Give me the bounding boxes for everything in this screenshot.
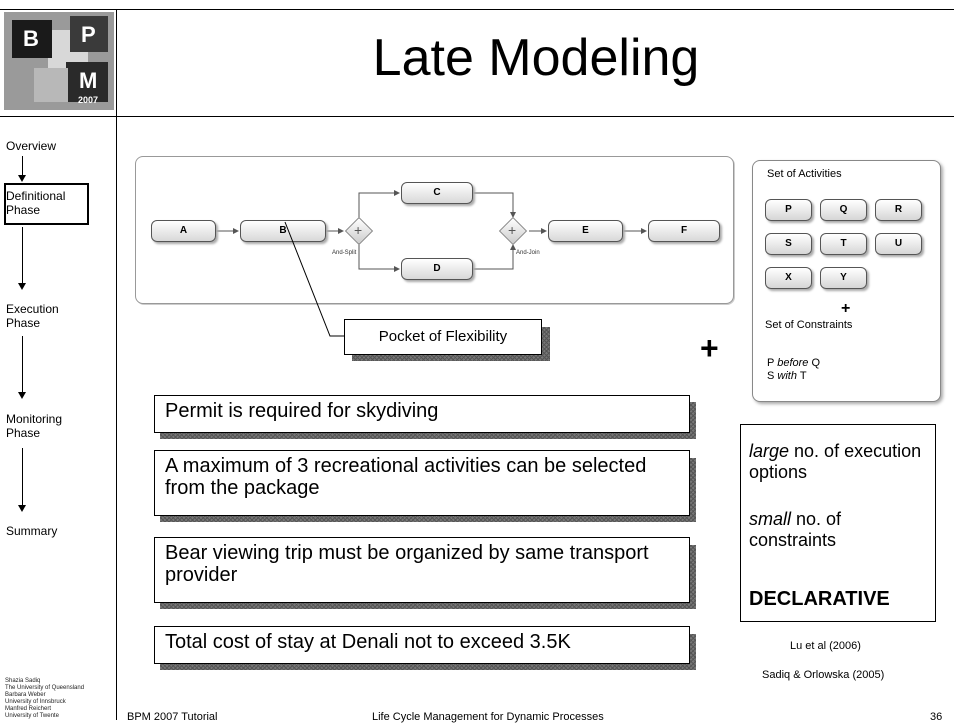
activity-s: S — [765, 233, 812, 255]
activity-d: D — [401, 258, 473, 280]
nav-arrow-3 — [18, 336, 26, 399]
constraint-box-1: Permit is required for skydiving — [154, 395, 690, 433]
activity-x: X — [765, 267, 812, 289]
reference-1: Lu et al (2006) — [790, 640, 861, 652]
constraint-box-4: Total cost of stay at Denali not to exce… — [154, 626, 690, 664]
sidebar-divider — [116, 9, 117, 720]
nav-execution-phase[interactable]: Execution Phase — [6, 302, 59, 330]
page-title: Late Modeling — [372, 29, 700, 87]
nav-arrow-4 — [18, 448, 26, 512]
nav-arrow-2 — [18, 227, 26, 290]
activity-c: C — [401, 182, 473, 204]
activity-f: F — [648, 220, 720, 242]
header-divider — [0, 116, 954, 117]
logo-letter-m: M — [79, 68, 98, 93]
nav-overview[interactable]: Overview — [6, 139, 57, 153]
activity-r: R — [875, 199, 922, 221]
activity-e: E — [548, 220, 623, 242]
split-plus-icon: + — [354, 222, 363, 238]
large-options-text: large no. of execution options — [749, 441, 922, 482]
activity-y: Y — [820, 267, 867, 289]
nav-summary[interactable]: Summary — [6, 524, 58, 538]
process-model-panel: A B C D E F + + And-Split And-Join — [135, 156, 734, 304]
credit-2: The University of Queensland — [5, 685, 85, 691]
activity-p: P — [765, 199, 812, 221]
logo-letter-p: P — [81, 22, 96, 47]
footer-left: BPM 2007 Tutorial — [127, 711, 218, 723]
activity-u: U — [875, 233, 922, 255]
join-plus-icon: + — [508, 222, 517, 238]
and-split-label: And-Split — [332, 250, 357, 256]
activity-set-plus: + — [841, 300, 851, 317]
logo-year: 2007 — [78, 95, 99, 105]
credit-3: Barbara Weber — [5, 692, 46, 698]
declarative-box: large no. of execution options small no.… — [740, 424, 936, 622]
page-number: 36 — [930, 711, 943, 723]
declarative-label: DECLARATIVE — [749, 588, 890, 610]
nav-monitoring-phase[interactable]: Monitoring Phase — [6, 412, 63, 440]
nav-arrow-1 — [18, 156, 26, 182]
credit-1: Shazia Sadiq — [5, 678, 41, 684]
top-border — [0, 9, 954, 10]
constraint-2: S with T — [767, 370, 807, 382]
pocket-of-flexibility-label: Pocket of Flexibility — [344, 319, 542, 355]
process-connectors — [216, 190, 647, 272]
constraint-box-2: A maximum of 3 recreational activities c… — [154, 450, 690, 516]
small-constraints-text: small no. of constraints — [749, 509, 842, 550]
reference-2: Sadiq & Orlowska (2005) — [762, 669, 885, 681]
activity-b: B — [240, 220, 326, 242]
activity-set-panel: Set of Activities P Q R S T U X Y + Set … — [752, 160, 941, 402]
constraints-heading: Set of Constraints — [765, 319, 853, 331]
plus-sign: + — [700, 330, 719, 366]
and-join-label: And-Join — [516, 250, 540, 256]
pocket-callout-line — [284, 221, 346, 337]
constraint-1: P before Q — [767, 357, 821, 369]
bpm-logo: B P M 2007 — [4, 12, 114, 110]
credit-4: University of Innsbruck — [5, 699, 66, 705]
credit-5: Manfred Reichert — [5, 706, 52, 712]
nav-active-indicator — [4, 183, 89, 225]
logo-letter-b: B — [23, 26, 39, 51]
nav-definitional-phase[interactable]: Definitional Phase — [6, 189, 66, 217]
activity-set-heading: Set of Activities — [767, 168, 842, 180]
credit-6: University of Twente — [5, 713, 59, 719]
activity-a: A — [151, 220, 216, 242]
footer-center: Life Cycle Management for Dynamic Proces… — [372, 711, 604, 723]
constraint-box-3: Bear viewing trip must be organized by s… — [154, 537, 690, 603]
activity-t: T — [820, 233, 867, 255]
activity-q: Q — [820, 199, 867, 221]
